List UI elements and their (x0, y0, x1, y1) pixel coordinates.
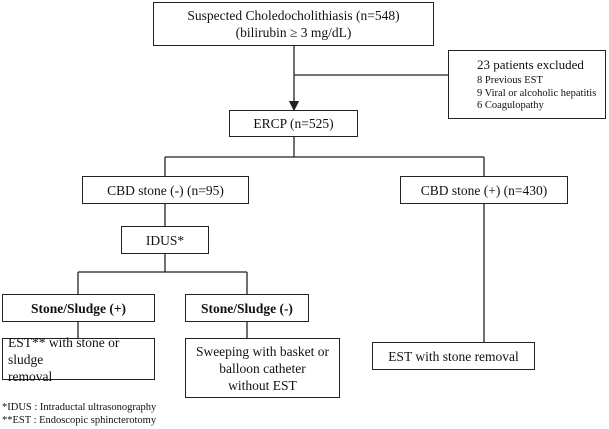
idus-label: IDUS* (145, 232, 185, 248)
suspected-line2: (bilirubin ≥ 3 mg/dL) (235, 25, 352, 40)
est-stone-sludge-line2: removal (8, 368, 53, 384)
est-stone-label: EST with stone removal (388, 348, 519, 364)
node-excluded: 23 patients excluded 8 Previous EST 9 Vi… (448, 50, 606, 119)
node-sludge-pos: Stone/Sludge (+) (2, 294, 155, 322)
node-suspected: Suspected Choledocholithiasis (n=548) (b… (153, 2, 434, 46)
footnote-idus: *IDUS : Intraductal ultrasonography (2, 402, 157, 413)
ercp-label: ERCP (n=525) (253, 116, 334, 131)
node-idus: IDUS* (121, 226, 209, 254)
excluded-item: 6 Coagulopathy (477, 100, 544, 112)
excluded-title: 23 patients excluded (477, 57, 584, 73)
footnote-est: **EST : Endoscopic sphincterotomy (2, 415, 157, 426)
suspected-line1: Suspected Choledocholithiasis (n=548) (187, 8, 400, 23)
node-est-stone-sludge: EST** with stone or sludge removal (2, 335, 155, 384)
node-sludge-neg: Stone/Sludge (-) (185, 294, 309, 322)
node-cbd-pos: CBD stone (+) (n=430) (400, 176, 568, 204)
node-ercp: ERCP (n=525) (229, 110, 358, 137)
sludge-neg-label: Stone/Sludge (-) (201, 300, 293, 316)
node-est-stone: EST with stone removal (372, 342, 535, 370)
excluded-item: 8 Previous EST (477, 75, 543, 87)
cbd-neg-label: CBD stone (-) (n=95) (107, 182, 224, 198)
sludge-pos-label: Stone/Sludge (+) (30, 300, 127, 316)
excluded-item: 9 Viral or alcoholic hepatitis (477, 87, 597, 99)
node-sweeping: Sweeping with basket or balloon catheter… (185, 338, 340, 398)
sweeping-line2: balloon catheter (219, 360, 306, 376)
est-stone-sludge-line1: EST** with stone or sludge (8, 334, 120, 367)
node-cbd-neg: CBD stone (-) (n=95) (82, 176, 249, 204)
cbd-pos-label: CBD stone (+) (n=430) (420, 182, 548, 198)
sweeping-line1: Sweeping with basket or (195, 343, 330, 359)
sweeping-line3: without EST (228, 377, 297, 393)
